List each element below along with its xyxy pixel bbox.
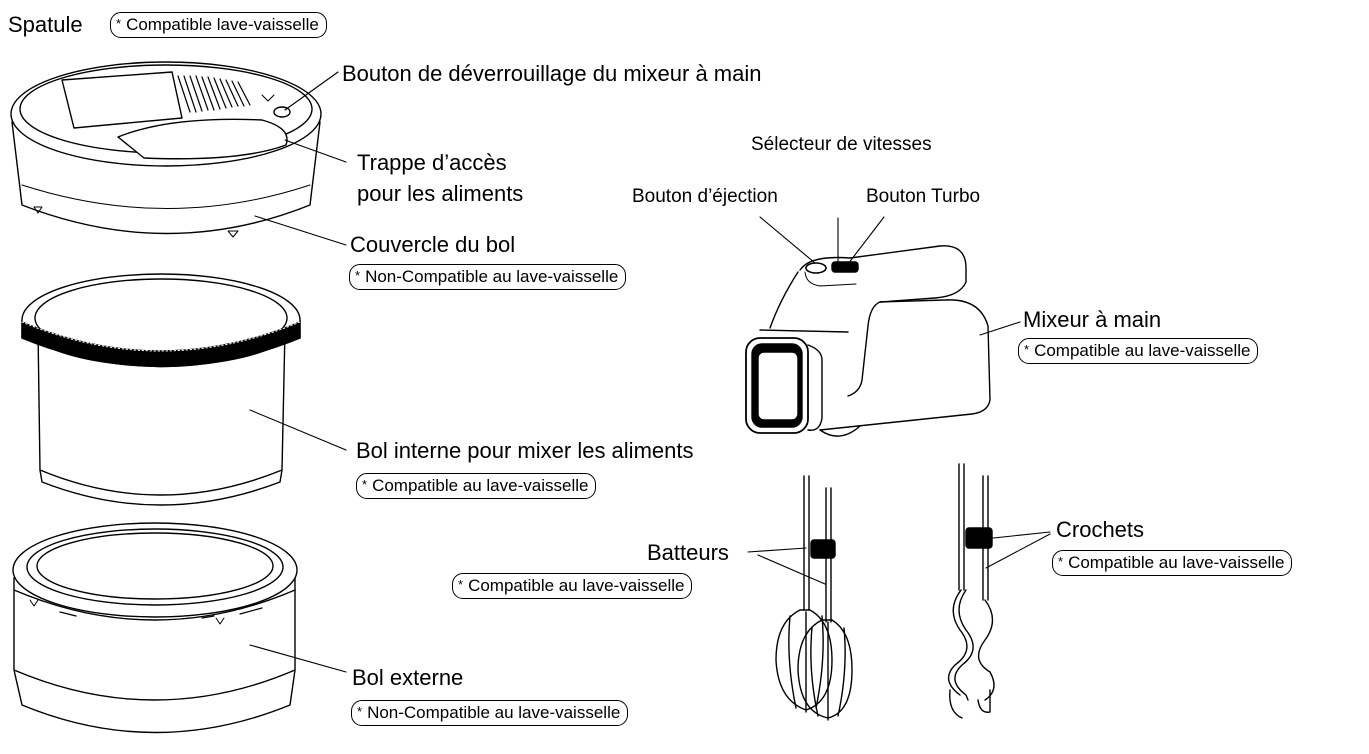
outer-bowl-badge: * Non-Compatible au lave-vaisselle (351, 700, 629, 726)
speed-selector-label: Sélecteur de vitesses (751, 134, 932, 155)
speed-selector-knob (831, 261, 859, 273)
bowl-lid-drawing (10, 61, 322, 238)
spatule-badge: * Compatible lave-vaisselle (110, 12, 327, 38)
turbo-button-label: Bouton Turbo (866, 186, 981, 207)
inner-bowl-drawing (21, 273, 301, 506)
hand-mixer-drawing (745, 245, 991, 437)
badge-star: * (116, 16, 122, 31)
unlock-button-label: Bouton de déverrouillage du mixeur à mai… (342, 61, 762, 86)
bowl-lid-badge: * Non-Compatible au lave-vaisselle (349, 264, 627, 290)
eject-button-knob (805, 262, 827, 274)
inner-bowl-badge: * Compatible au lave-vaisselle (356, 473, 597, 499)
outer-bowl-label: Bol externe (352, 665, 464, 690)
food-hatch (117, 118, 288, 160)
badge-star: * (362, 477, 368, 492)
hooks-label: Crochets (1056, 517, 1145, 542)
hand-mixer-badge: * Compatible au lave-vaisselle (1018, 338, 1259, 364)
badge-text: Non-Compatible au lave-vaisselle (365, 267, 619, 286)
badge-text: Compatible au lave-vaisselle (1068, 553, 1285, 572)
bowl-lid-label: Couvercle du bol (350, 232, 516, 257)
beaters-drawing (775, 475, 853, 721)
badge-star: * (357, 704, 363, 719)
food-hatch-label-line2: pour les aliments (357, 181, 524, 206)
leader-lines (249, 71, 1051, 673)
food-hatch-label-line1: Trappe d’accès (357, 150, 507, 175)
unlock-button-knob (273, 106, 291, 118)
spatula-panel (61, 71, 183, 129)
badge-text: Compatible au lave-vaisselle (1034, 341, 1251, 360)
badge-text: Compatible au lave-vaisselle (372, 476, 589, 495)
badge-star: * (1058, 554, 1064, 569)
badge-star: * (1024, 342, 1030, 357)
outer-bowl-drawing (12, 522, 298, 734)
badge-text: Compatible lave-vaisselle (126, 15, 319, 34)
spatule-label: Spatule (8, 12, 83, 37)
hooks-badge: * Compatible au lave-vaisselle (1052, 550, 1293, 576)
inner-bowl-label: Bol interne pour mixer les aliments (356, 438, 694, 463)
badge-star: * (458, 577, 464, 592)
eject-button-label: Bouton d’éjection (632, 186, 778, 207)
lid-grille (177, 75, 251, 113)
badge-text: Non-Compatible au lave-vaisselle (367, 703, 621, 722)
badge-star: * (355, 268, 361, 283)
beaters-badge: * Compatible au lave-vaisselle (452, 573, 693, 599)
hand-mixer-label: Mixeur à main (1023, 307, 1162, 332)
badge-text: Compatible au lave-vaisselle (468, 576, 685, 595)
beaters-label: Batteurs (647, 540, 729, 565)
hooks-drawing (947, 463, 995, 719)
